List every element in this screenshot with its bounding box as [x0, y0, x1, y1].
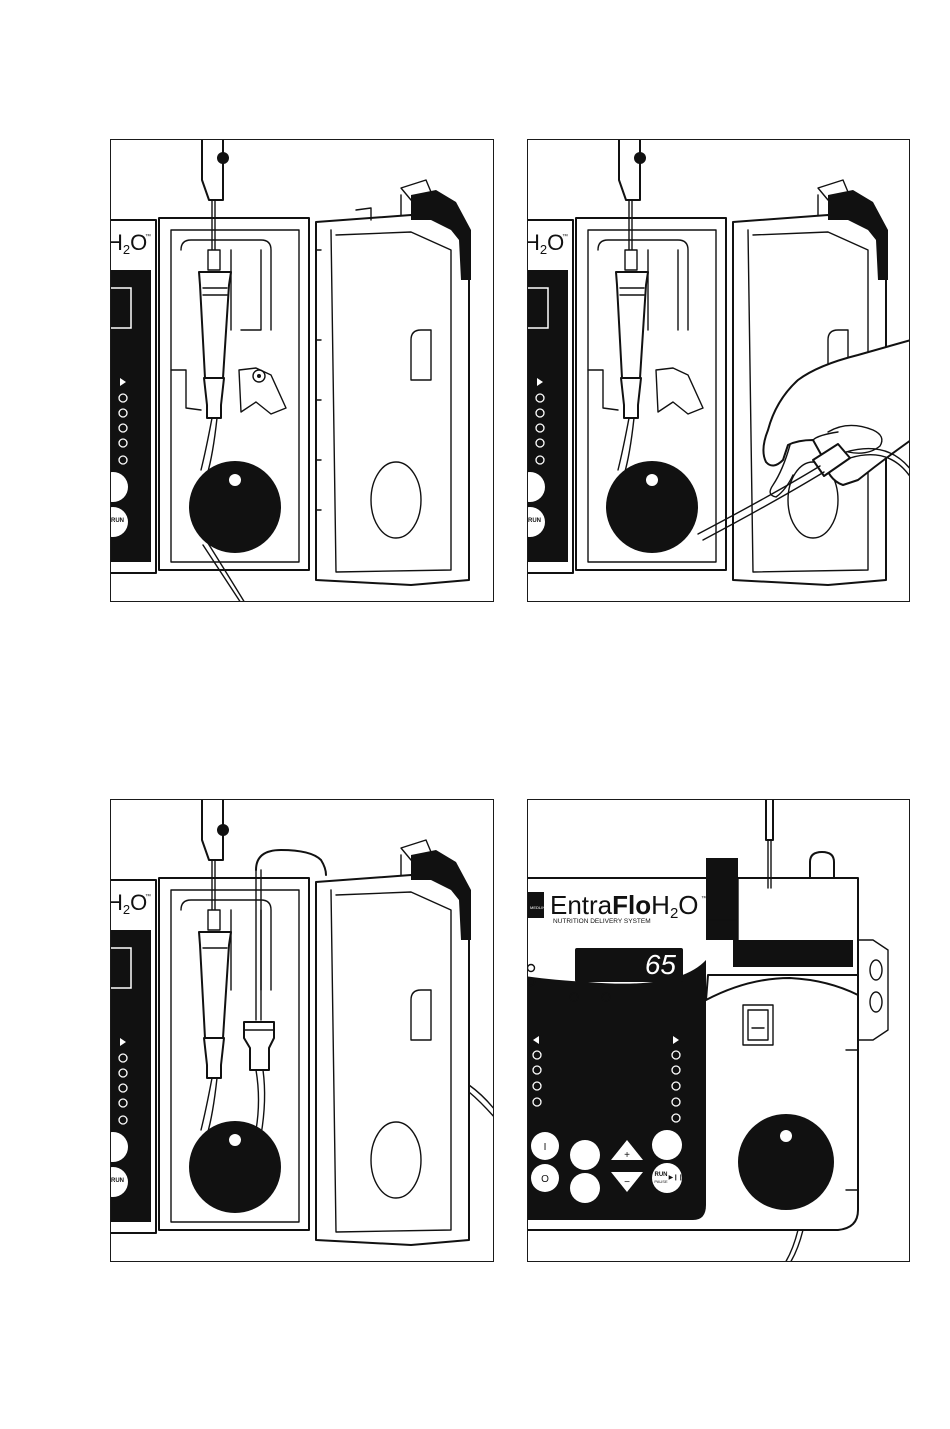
- step-1-illustration: H2O ™ RUN: [110, 139, 494, 602]
- trademark: ™: [145, 233, 151, 240]
- knob-icon: [217, 152, 229, 164]
- function-button-2[interactable]: [570, 1173, 600, 1203]
- clamp-holder: [766, 800, 773, 840]
- run-label: RUN: [655, 1172, 668, 1178]
- trademark: ™: [145, 893, 151, 900]
- pause-label: PAUSE: [654, 1179, 668, 1184]
- pump-rotor: [738, 1114, 834, 1210]
- trademark: ™: [562, 233, 568, 240]
- run-label: RUN: [111, 1178, 124, 1184]
- function-button-3[interactable]: [652, 1130, 682, 1160]
- play-pause-icon: ▶❙❙: [669, 1174, 684, 1181]
- step-3-illustration: H2O ™ RUN: [110, 799, 494, 1262]
- subtitle: NUTRITION DELIVERY SYSTEM: [553, 918, 651, 925]
- run-label: RUN: [528, 518, 541, 524]
- clamp-block: [706, 858, 738, 940]
- knob-icon: [217, 824, 229, 836]
- knob-icon: [634, 152, 646, 164]
- open-door: [316, 875, 469, 1245]
- tube-loop: [256, 850, 326, 875]
- off-symbol: O: [541, 1174, 549, 1185]
- logo-text: MEDLINE: [530, 905, 548, 910]
- hanger-loop: [810, 852, 834, 878]
- function-button-1[interactable]: [570, 1140, 600, 1170]
- display-value: 65: [645, 949, 677, 980]
- tubing-connector: [244, 1022, 274, 1070]
- clamp-holder: [619, 140, 640, 200]
- minus-symbol: −: [624, 1177, 630, 1188]
- plus-symbol: +: [624, 1150, 630, 1161]
- open-door: [316, 215, 469, 585]
- step-4-illustration: MEDLINE EntraFloH2O ™ NUTRITION DELIVERY…: [527, 799, 910, 1262]
- run-label: RUN: [111, 518, 124, 524]
- on-symbol: I: [544, 1142, 547, 1153]
- step-2-illustration: H2O ™ RUN: [527, 139, 910, 602]
- clamp-holder: [202, 140, 223, 200]
